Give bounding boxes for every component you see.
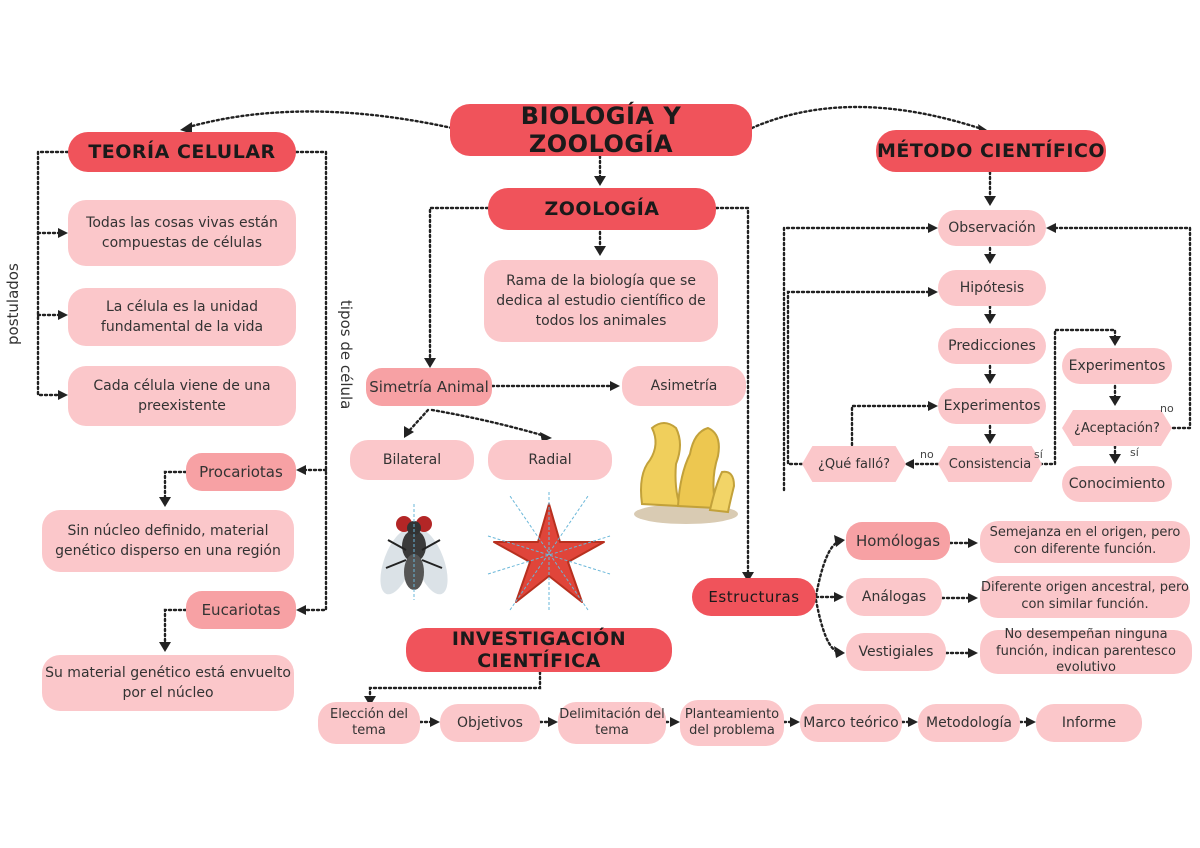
observacion: Observación bbox=[938, 210, 1046, 246]
conocimiento: Conocimiento bbox=[1062, 466, 1172, 502]
step-planteamiento: Planteamiento del problema bbox=[680, 700, 784, 746]
procariotas: Procariotas bbox=[186, 453, 296, 491]
consistencia: Consistencia bbox=[938, 446, 1042, 482]
asimetria: Asimetría bbox=[622, 366, 746, 406]
label-si-1: sí bbox=[1034, 448, 1043, 461]
investigacion-title: INVESTIGACIÓN CIENTÍFICA bbox=[406, 628, 672, 672]
homologas-desc: Semejanza en el origen, pero con diferen… bbox=[980, 521, 1190, 563]
vestigiales-desc: No desempeñan ninguna función, indican p… bbox=[980, 627, 1192, 675]
hipotesis: Hipótesis bbox=[938, 270, 1046, 306]
label-tipos-celula: tipos de célula bbox=[337, 300, 355, 410]
metodo-cientifico-title: MÉTODO CIENTÍFICO bbox=[876, 130, 1106, 172]
starfish-illustration bbox=[487, 492, 611, 612]
experimentos: Experimentos bbox=[938, 388, 1046, 424]
zoologia-title: ZOOLOGÍA bbox=[488, 188, 716, 230]
zoologia-desc: Rama de la biología que se dedica al est… bbox=[484, 260, 718, 342]
eucariotas-desc: Su material genético está envuelto por e… bbox=[42, 655, 294, 711]
vestigiales: Vestigiales bbox=[846, 633, 946, 671]
homologas: Homólogas bbox=[846, 522, 950, 560]
step-informe: Informe bbox=[1036, 704, 1142, 742]
analogas-desc: Diferente origen ancestral, pero con sim… bbox=[980, 576, 1190, 618]
label-si-2: sí bbox=[1130, 446, 1139, 459]
teoria-celular-title: TEORÍA CELULAR bbox=[68, 132, 296, 172]
step-metodologia: Metodología bbox=[918, 704, 1020, 742]
predicciones: Predicciones bbox=[938, 328, 1046, 364]
label-no-1: no bbox=[920, 448, 934, 461]
procariotas-desc: Sin núcleo definido, material genético d… bbox=[42, 510, 294, 572]
postulado-1: Todas las cosas vivas están compuestas d… bbox=[68, 200, 296, 266]
step-delimitacion: Delimitación del tema bbox=[558, 702, 666, 744]
main-title: BIOLOGÍA Y ZOOLOGÍA bbox=[450, 102, 752, 158]
que-fallo: ¿Qué falló? bbox=[802, 446, 906, 482]
experimentos-2: Experimentos bbox=[1062, 348, 1172, 384]
simetria-animal: Simetría Animal bbox=[366, 368, 492, 406]
step-objetivos: Objetivos bbox=[440, 704, 540, 742]
estructuras: Estructuras bbox=[692, 578, 816, 616]
label-postulados: postulados bbox=[4, 263, 22, 345]
postulado-2: La célula es la unidad fundamental de la… bbox=[68, 288, 296, 346]
step-marco-teorico: Marco teórico bbox=[800, 704, 902, 742]
sponge-illustration bbox=[634, 422, 738, 524]
label-no-2: no bbox=[1160, 402, 1174, 415]
postulado-3: Cada célula viene de una preexistente bbox=[68, 366, 296, 426]
eucariotas: Eucariotas bbox=[186, 591, 296, 629]
step-eleccion: Elección del tema bbox=[318, 702, 420, 744]
aceptacion: ¿Aceptación? bbox=[1062, 410, 1172, 446]
bilateral: Bilateral bbox=[350, 440, 474, 480]
radial: Radial bbox=[488, 440, 612, 480]
analogas: Análogas bbox=[846, 578, 942, 616]
fly-illustration bbox=[380, 504, 448, 600]
